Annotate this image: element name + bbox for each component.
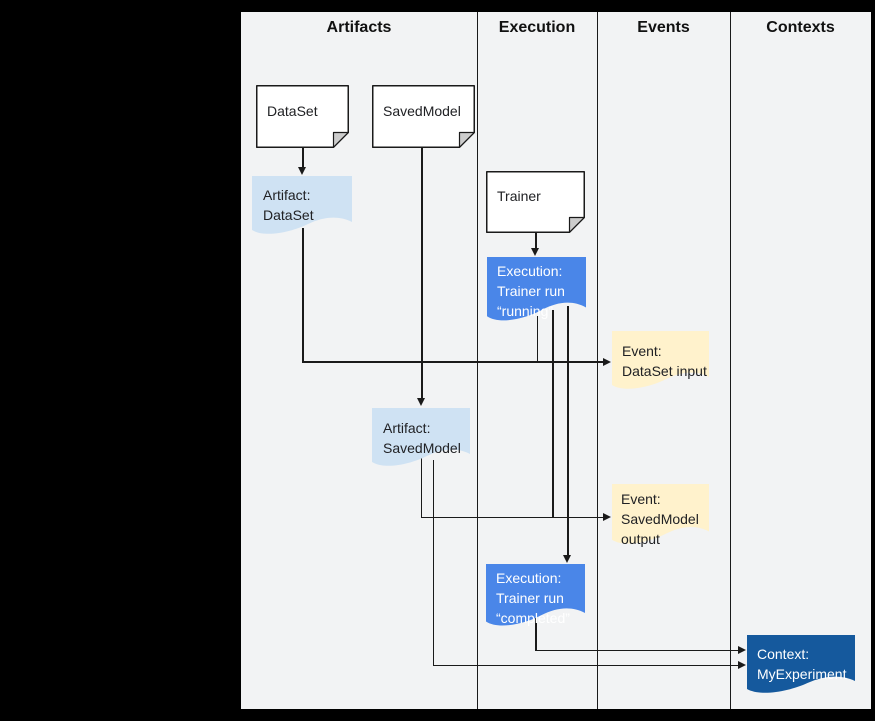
node-label-line: DataSet — [263, 207, 314, 223]
node-execution-running: Execution: Trainer run “running” — [487, 257, 586, 325]
node-savedmodel: SavedModel — [372, 85, 475, 148]
column-divider-2 — [597, 12, 598, 709]
node-artifact-dataset: Artifact: DataSet — [252, 176, 352, 238]
node-label-line: Execution: — [496, 570, 562, 586]
node-label-line: Trainer run — [497, 283, 565, 299]
folded-corner-icon — [568, 216, 585, 233]
node-label-line: Execution: — [497, 263, 563, 279]
column-header-events: Events — [637, 19, 690, 36]
node-label-line: Event: — [622, 343, 662, 359]
column-divider-3 — [730, 12, 731, 709]
node-dataset: DataSet — [256, 85, 349, 148]
node-label-line: SavedModel — [621, 511, 699, 527]
node-event-savedmodel-output: Event: SavedModel output — [612, 484, 709, 548]
document-shape — [747, 635, 855, 693]
folded-corner-icon — [458, 131, 475, 148]
node-label-line: Context: — [757, 646, 810, 662]
node-label: DataSet — [267, 102, 318, 119]
node-label-line: Trainer run — [496, 590, 564, 606]
note-shape — [256, 85, 349, 148]
node-label-line: Event: — [621, 491, 661, 507]
document-shape — [612, 331, 709, 389]
note-shape — [372, 85, 475, 148]
node-event-dataset-input: Event: DataSet input — [612, 331, 709, 393]
node-label: SavedModel — [383, 102, 461, 119]
node-label-line: MyExperiment — [757, 666, 847, 682]
node-label-line: SavedModel — [383, 440, 461, 456]
node-label-line: Artifact: — [383, 420, 431, 436]
folded-corner-icon — [332, 131, 349, 148]
column-header-contexts: Contexts — [766, 19, 835, 36]
document-shape — [487, 257, 586, 321]
column-header-execution: Execution — [498, 19, 576, 36]
column-header-artifacts: Artifacts — [326, 19, 392, 36]
node-label-line: “running” — [497, 303, 554, 319]
document-shape — [372, 408, 470, 466]
node-label-line: “completed” — [496, 610, 570, 626]
document-shape — [612, 484, 709, 544]
document-shape — [486, 564, 585, 626]
node-label-line: Artifact: — [263, 187, 311, 203]
note-shape — [486, 171, 585, 233]
node-execution-completed: Execution: Trainer run “completed” — [486, 564, 585, 630]
node-label-line: DataSet input — [622, 363, 707, 379]
node-context-myexperiment: Context: MyExperiment — [747, 635, 855, 697]
document-shape — [252, 176, 352, 234]
node-label-line: output — [621, 531, 660, 547]
node-label: Trainer — [497, 188, 541, 204]
column-divider-1 — [477, 12, 478, 709]
node-artifact-savedmodel: Artifact: SavedModel — [372, 408, 470, 470]
node-trainer: Trainer — [486, 171, 585, 233]
